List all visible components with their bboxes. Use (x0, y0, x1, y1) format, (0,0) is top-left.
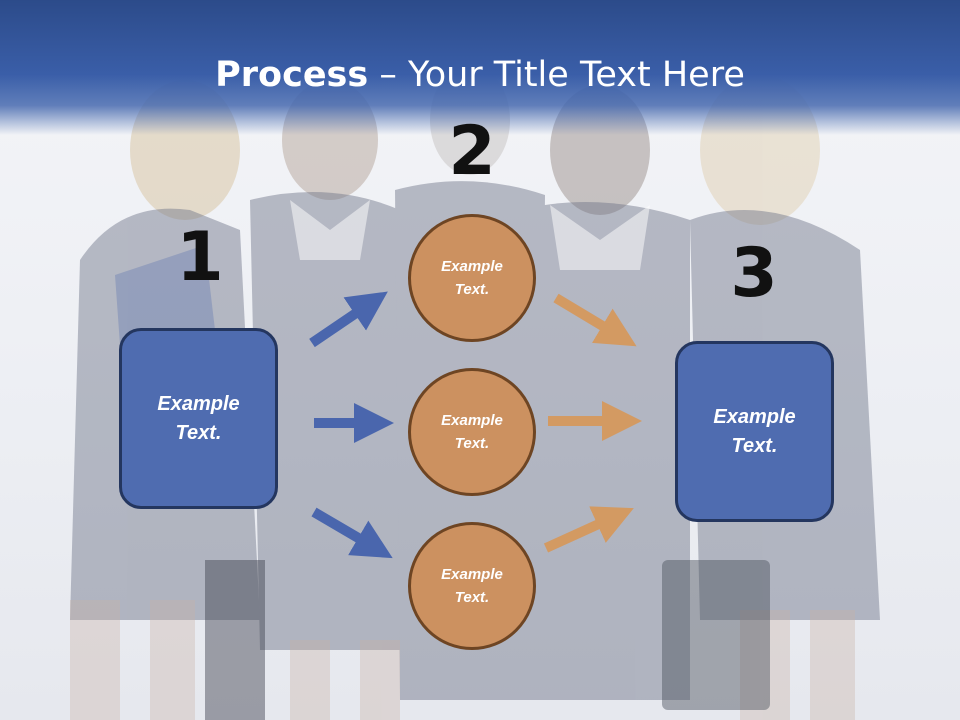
circle-label: Example Text. (441, 258, 503, 298)
circle-label: Example Text. (441, 566, 503, 606)
output-box-label: Example Text. (713, 405, 796, 457)
process-circle-top[interactable]: Example Text. (408, 214, 536, 342)
step-number-3: 3 (730, 234, 778, 313)
arrow-blue-down (311, 507, 393, 559)
step-number-2: 2 (448, 112, 496, 191)
title-rest: – Your Title Text Here (368, 55, 745, 95)
step-number-1: 1 (176, 218, 224, 297)
arrow-orange-up (543, 506, 634, 553)
process-circle-middle[interactable]: Example Text. (408, 368, 536, 496)
arrow-orange-down (553, 293, 637, 347)
arrow-blue-up (309, 291, 388, 348)
input-box[interactable]: Example Text. (119, 328, 278, 509)
input-box-label: Example Text. (157, 392, 240, 444)
slide-title: Process – Your Title Text Here (0, 54, 960, 96)
circle-label: Example Text. (441, 412, 503, 452)
output-box[interactable]: Example Text. (675, 341, 834, 522)
title-bar (0, 0, 960, 135)
title-bold: Process (215, 55, 369, 95)
process-circle-bottom[interactable]: Example Text. (408, 522, 536, 650)
